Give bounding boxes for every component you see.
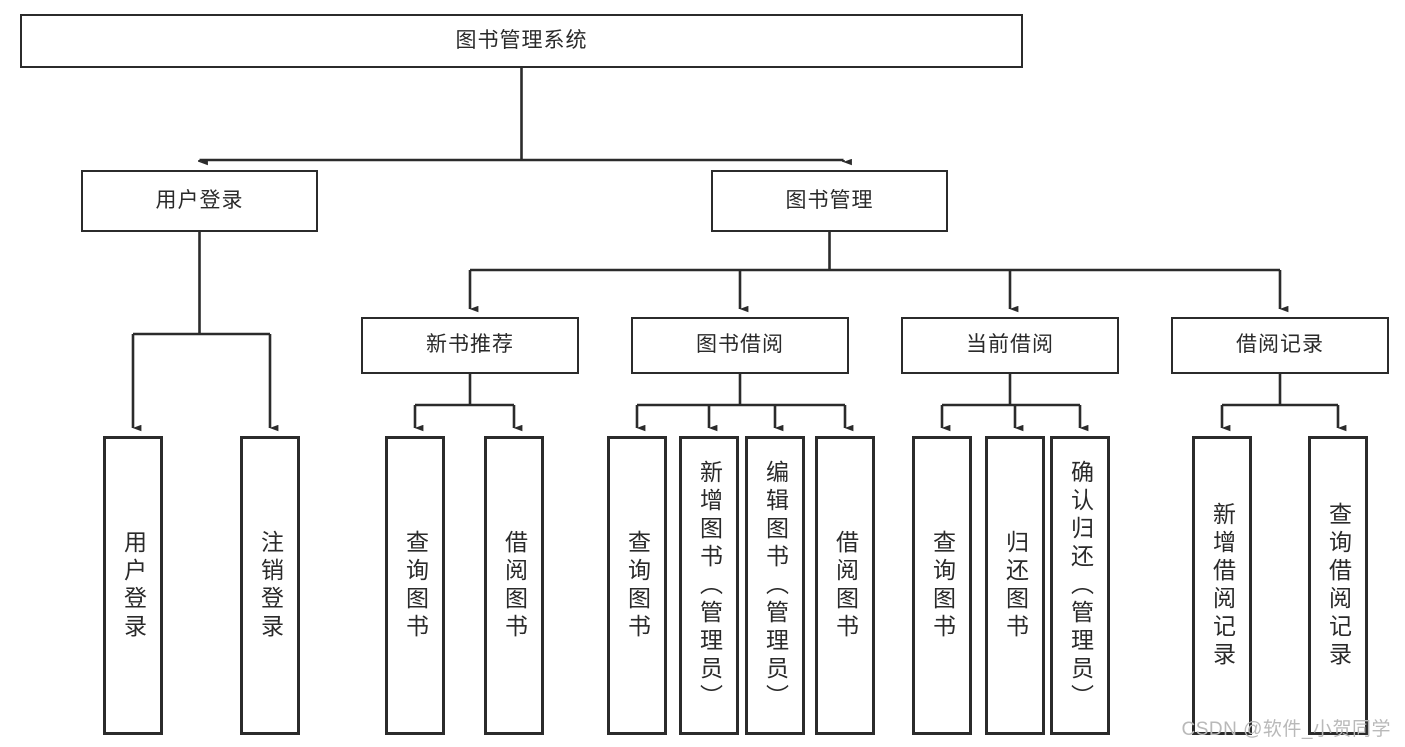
edge-group-book-manage [468,232,1289,313]
node-current-borrow-label: 当前借阅 [966,333,1054,357]
node-leaf-query-record-label: 查询借阅记录 [1325,501,1352,670]
node-root[interactable]: 图书管理系统 [20,14,1023,68]
node-leaf-query-book-2-label: 查询图书 [624,529,651,642]
node-user-login[interactable]: 用户登录 [81,170,318,232]
node-borrow-record-label: 借阅记录 [1236,333,1324,357]
node-leaf-query-record[interactable]: 查询借阅记录 [1308,436,1368,735]
node-leaf-query-book-1-label: 查询图书 [402,529,429,642]
node-current-borrow[interactable]: 当前借阅 [901,317,1119,374]
node-leaf-add-book[interactable]: 新增图书（管理员） [679,436,739,735]
node-borrow-record[interactable]: 借阅记录 [1171,317,1389,374]
node-new-book-recommend[interactable]: 新书推荐 [361,317,579,374]
edge-group-user-login [131,232,279,432]
node-leaf-return-book-label: 归还图书 [1002,529,1029,642]
node-leaf-user-login-label: 用户登录 [120,529,147,642]
node-leaf-user-logout[interactable]: 注销登录 [240,436,300,735]
node-new-book-recommend-label: 新书推荐 [426,333,514,357]
node-leaf-borrow-book-1[interactable]: 借阅图书 [484,436,544,735]
node-user-login-label: 用户登录 [155,188,244,212]
node-leaf-borrow-book-2-label: 借阅图书 [832,529,859,642]
node-leaf-edit-book-label: 编辑图书（管理员） [762,459,789,712]
node-leaf-user-login[interactable]: 用户登录 [103,436,163,735]
node-leaf-borrow-book-1-label: 借阅图书 [501,529,528,642]
node-leaf-add-record[interactable]: 新增借阅记录 [1192,436,1252,735]
node-root-label: 图书管理系统 [455,28,588,52]
node-leaf-edit-book[interactable]: 编辑图书（管理员） [745,436,805,735]
node-leaf-query-book-3[interactable]: 查询图书 [912,436,972,735]
watermark: CSDN @软件_小贺同学 [1181,719,1391,740]
node-leaf-confirm-return[interactable]: 确认归还（管理员） [1050,436,1110,735]
node-leaf-query-book-3-label: 查询图书 [929,529,956,642]
node-book-borrow[interactable]: 图书借阅 [631,317,849,374]
node-leaf-add-record-label: 新增借阅记录 [1209,501,1236,670]
node-leaf-add-book-label: 新增图书（管理员） [696,459,723,712]
edge-group-root [198,68,852,166]
node-book-borrow-label: 图书借阅 [696,333,784,357]
edge-group-borrow-record [1220,374,1347,432]
node-leaf-borrow-book-2[interactable]: 借阅图书 [815,436,875,735]
edge-group-new-book-recommend [413,374,523,432]
edge-group-current-borrow [940,374,1089,432]
node-book-manage[interactable]: 图书管理 [711,170,948,232]
node-leaf-query-book-2[interactable]: 查询图书 [607,436,667,735]
node-leaf-query-book-1[interactable]: 查询图书 [385,436,445,735]
node-leaf-confirm-return-label: 确认归还（管理员） [1067,459,1094,712]
node-book-manage-label: 图书管理 [785,188,874,212]
node-leaf-return-book[interactable]: 归还图书 [985,436,1045,735]
node-leaf-user-logout-label: 注销登录 [257,529,284,642]
edge-group-book-borrow [635,374,854,432]
